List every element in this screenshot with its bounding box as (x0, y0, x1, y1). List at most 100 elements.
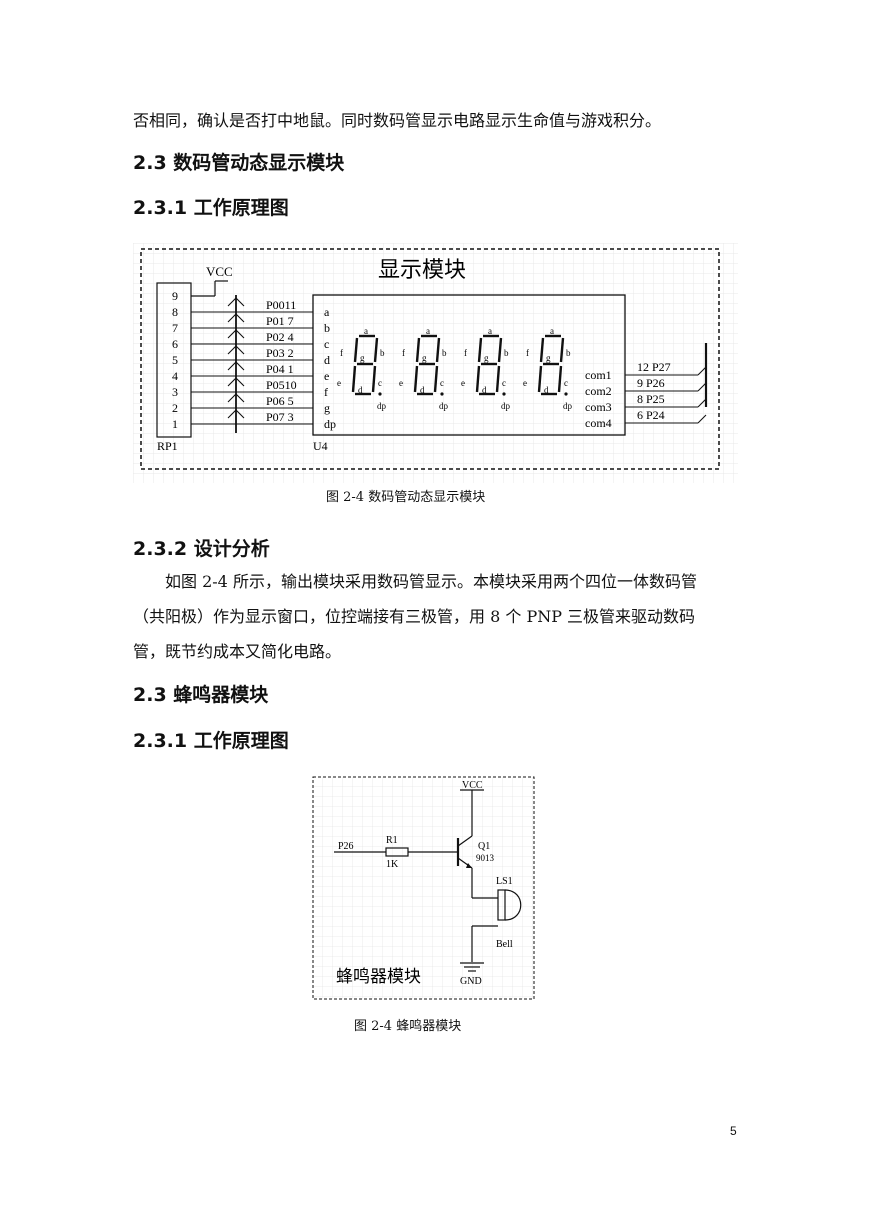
svg-text:e: e (523, 378, 527, 388)
rp-label: RP1 (157, 439, 178, 453)
net-label: P02 4 (266, 330, 294, 344)
net-label: P0011 (266, 298, 296, 312)
seg-pin: c (324, 337, 329, 351)
svg-text:c: c (502, 378, 506, 388)
right-net-label: 12 P27 (637, 360, 671, 374)
rp-pin: 6 (172, 337, 178, 351)
svg-text:e: e (337, 378, 341, 388)
svg-text:a: a (364, 326, 368, 336)
svg-text:e: e (399, 378, 403, 388)
transistor-label: Q1 (478, 841, 490, 852)
svg-text:d: d (420, 385, 425, 395)
subsection-heading-principle-1: 2.3.1 工作原理图 (133, 197, 289, 219)
input-label: P26 (338, 841, 354, 852)
svg-text:b: b (442, 348, 447, 358)
rp-pin: 2 (172, 401, 178, 415)
figure-caption-2: 图 2-4 蜂鸣器模块 (354, 1019, 462, 1034)
net-label: P07 3 (266, 410, 294, 424)
net-label: P01 7 (266, 314, 294, 328)
section-heading-buzzer: 2.3 蜂鸣器模块 (133, 684, 269, 706)
svg-text:dp: dp (563, 401, 573, 411)
seven-seg-digit: a f g b e d c dp (461, 326, 511, 411)
speaker-ls1 (497, 889, 506, 921)
display-module-schematic: 显示模块 VCC 9 8 7 6 5 4 3 2 1 RP1 P0011 P01… (133, 243, 738, 483)
rp-pin: 1 (172, 417, 178, 431)
svg-text:dp: dp (377, 401, 387, 411)
u4-label: U4 (313, 439, 328, 453)
figure-caption-1: 图 2-4 数码管动态显示模块 (326, 490, 486, 505)
seg-pin: f (324, 385, 328, 399)
svg-text:b: b (504, 348, 509, 358)
svg-text:dp: dp (439, 401, 449, 411)
svg-text:a: a (488, 326, 492, 336)
vcc-label: VCC (462, 780, 483, 791)
net-label: P0510 (266, 378, 297, 392)
svg-text:g: g (484, 353, 489, 363)
resistor-label: R1 (386, 835, 398, 846)
rp-pin: 4 (172, 369, 178, 383)
seg-pin: b (324, 321, 330, 335)
module-border (312, 776, 535, 1000)
com-label: com4 (585, 416, 612, 430)
vcc-label: VCC (206, 264, 233, 279)
svg-text:e: e (461, 378, 465, 388)
rp-pin: 8 (172, 305, 178, 319)
seven-seg-digit: a f g b e d c dp (399, 326, 449, 411)
resistor-value: 1K (386, 859, 399, 870)
svg-text:a: a (550, 326, 554, 336)
subsection-heading-principle-2: 2.3.1 工作原理图 (133, 730, 289, 752)
gnd-label: GND (460, 976, 482, 987)
svg-text:c: c (378, 378, 382, 388)
svg-text:g: g (360, 353, 365, 363)
seg-pin: d (324, 353, 330, 367)
speaker-type: Bell (496, 939, 513, 950)
figure-title: 显示模块 (378, 257, 466, 282)
seg-pin: g (324, 401, 330, 415)
seven-seg-digit: a f g b e d c dp (337, 326, 387, 411)
speaker-label: LS1 (496, 876, 513, 887)
seven-seg-digit: a f g b e d c dp (523, 326, 573, 411)
rp-pin: 7 (172, 321, 178, 335)
intro-text: 否相同，确认是否打中地鼠。同时数码管显示电路显示生命值与游戏积分。 (133, 111, 662, 130)
svg-text:d: d (482, 385, 487, 395)
com-label: com3 (585, 400, 612, 414)
svg-text:c: c (440, 378, 444, 388)
svg-text:g: g (546, 353, 551, 363)
svg-text:dp: dp (501, 401, 511, 411)
buzzer-module-schematic: VCC P26 R1 1K Q1 9013 LS1 Bell GND 蜂鸣器模块 (312, 776, 535, 1000)
com-label: com2 (585, 384, 612, 398)
svg-text:d: d (544, 385, 549, 395)
svg-text:f: f (526, 348, 529, 358)
svg-text:c: c (564, 378, 568, 388)
svg-text:b: b (566, 348, 571, 358)
net-label: P03 2 (266, 346, 294, 360)
right-net-label: 6 P24 (637, 408, 665, 422)
figure-title: 蜂鸣器模块 (336, 967, 421, 986)
svg-text:f: f (402, 348, 405, 358)
analysis-line-2: （共阳极）作为显示窗口，位控端接有三极管，用 8 个 PNP 三极管来驱动数码 (133, 607, 696, 626)
svg-text:b: b (380, 348, 385, 358)
rp-pin: 3 (172, 385, 178, 399)
right-net-label: 9 P26 (637, 376, 665, 390)
page-number: 5 (730, 1124, 737, 1138)
com-label: com1 (585, 368, 612, 382)
svg-text:a: a (426, 326, 430, 336)
svg-text:f: f (464, 348, 467, 358)
seg-pin: dp (324, 417, 336, 431)
module-border (140, 248, 720, 470)
seg-pin: e (324, 369, 329, 383)
analysis-line-1: 如图 2-4 所示，输出模块采用数码管显示。本模块采用两个四位一体数码管 (165, 572, 697, 591)
display-u4 (312, 294, 626, 436)
svg-text:d: d (358, 385, 363, 395)
net-label: P04 1 (266, 362, 294, 376)
net-label: P06 5 (266, 394, 294, 408)
transistor-model: 9013 (476, 853, 495, 863)
rp-pin: 5 (172, 353, 178, 367)
right-net-label: 8 P25 (637, 392, 665, 406)
seg-pin: a (324, 305, 330, 319)
svg-text:f: f (340, 348, 343, 358)
svg-text:g: g (422, 353, 427, 363)
analysis-line-3: 管，既节约成本又简化电路。 (133, 642, 342, 661)
section-heading-display: 2.3 数码管动态显示模块 (133, 152, 345, 174)
rp-pin: 9 (172, 289, 178, 303)
